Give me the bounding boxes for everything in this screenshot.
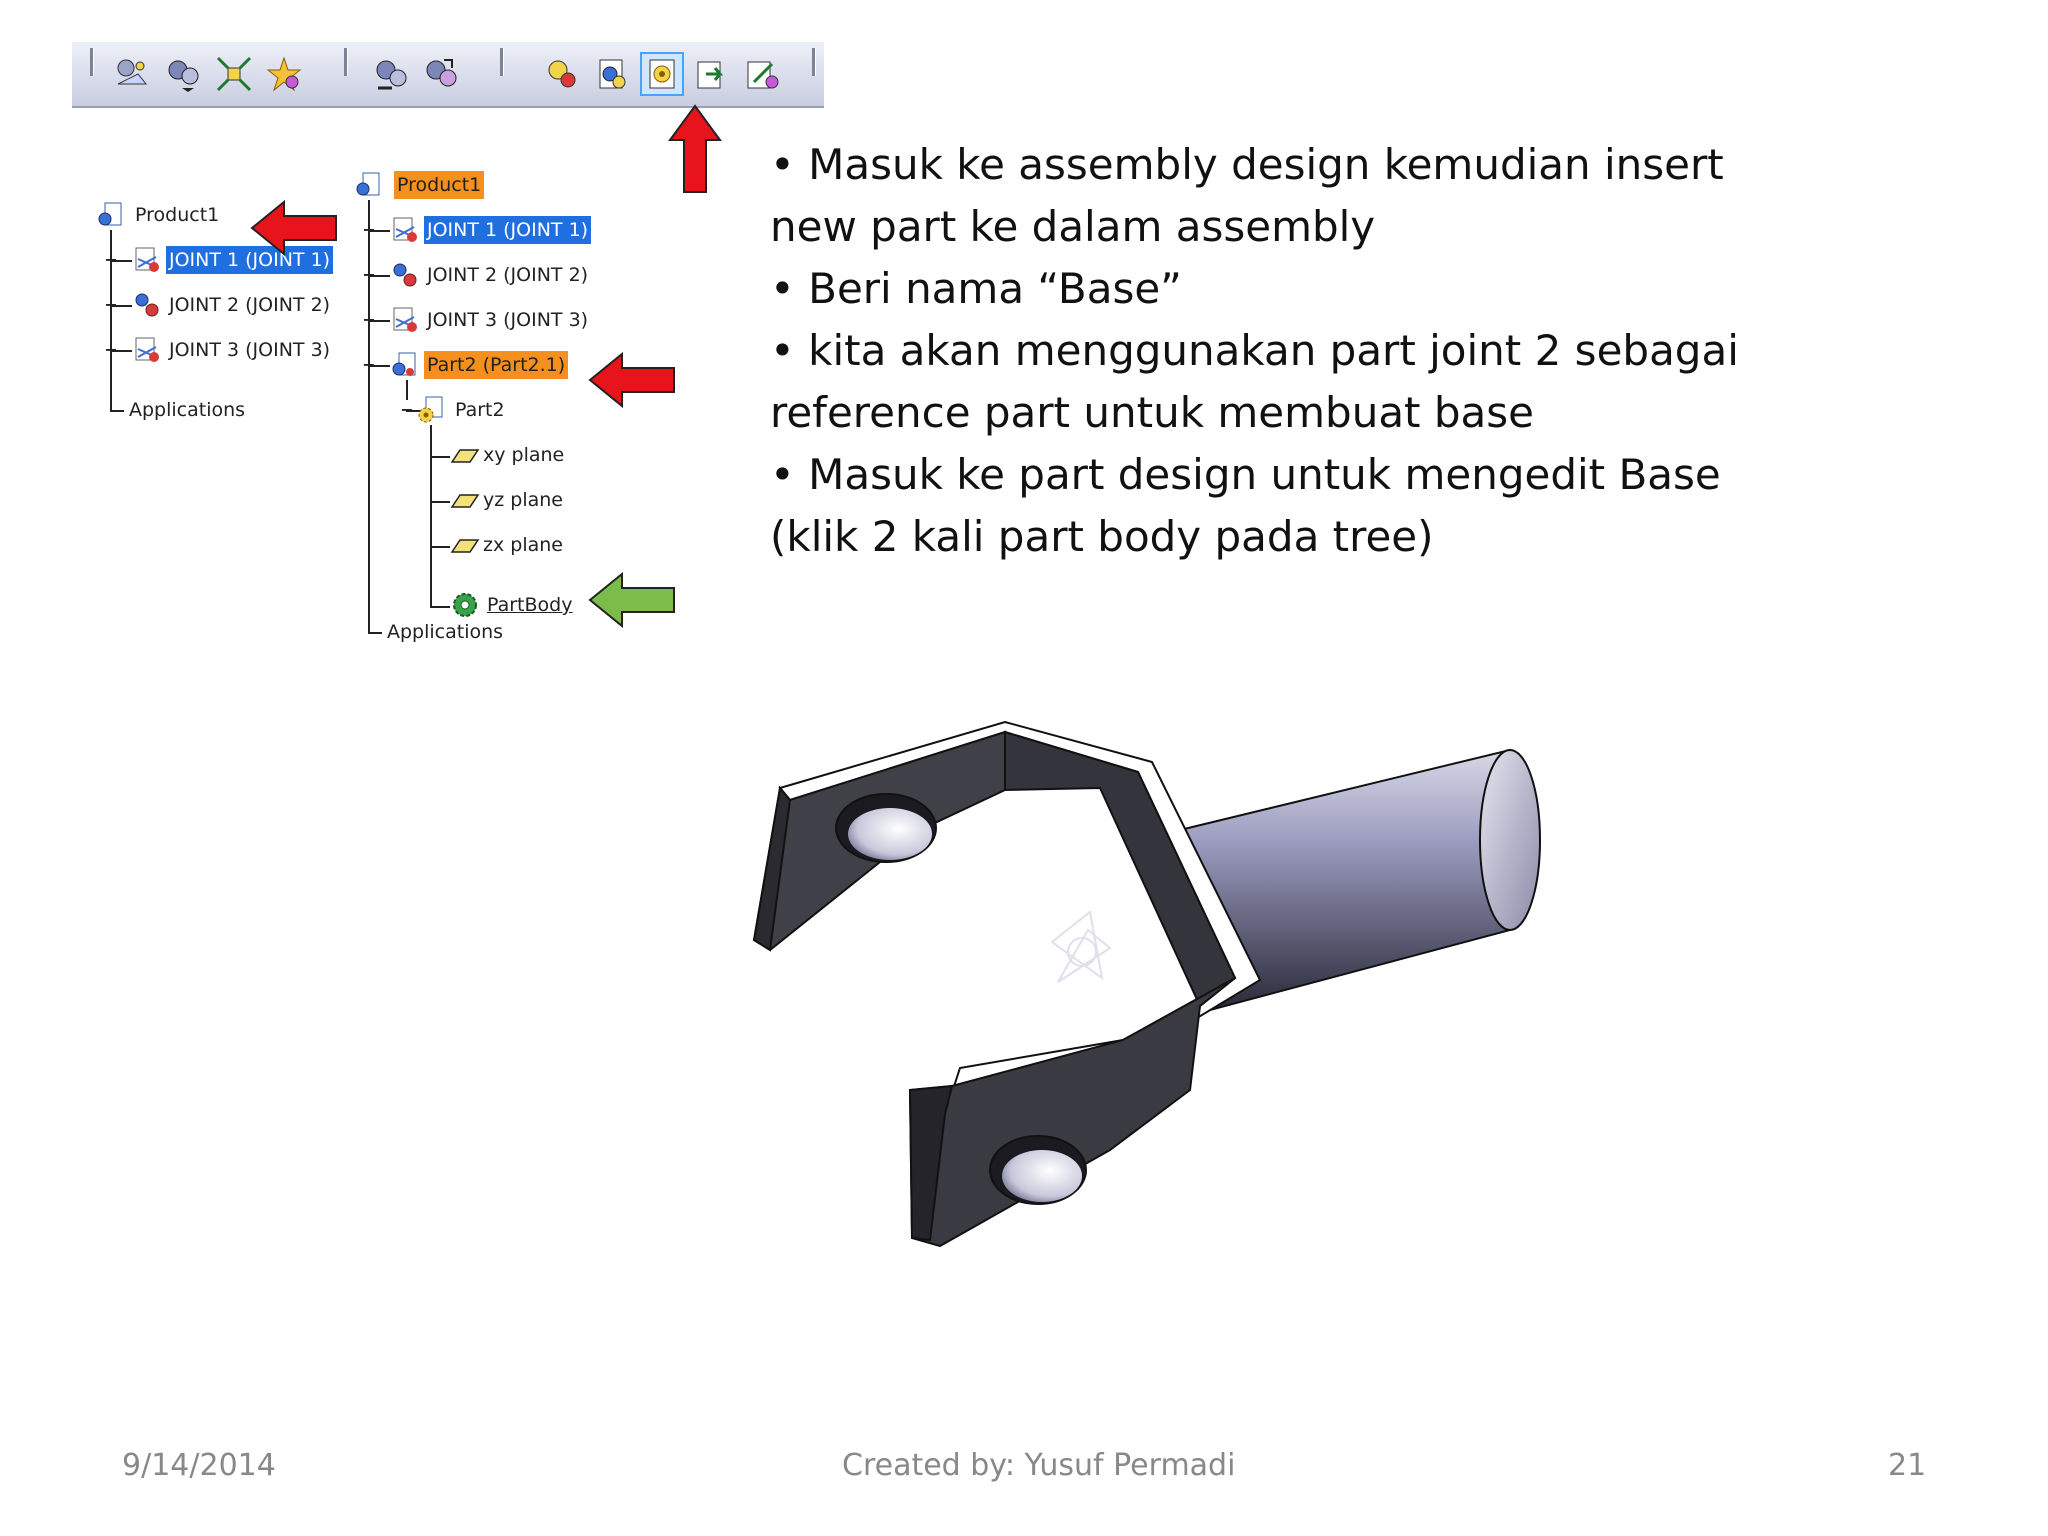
manipulate-icon[interactable]	[264, 54, 304, 94]
tree-label: Applications	[129, 399, 246, 421]
catia-toolbar	[72, 42, 824, 108]
tree-label: JOINT 1 (JOINT 1)	[424, 216, 592, 244]
tree-label: Product1	[394, 171, 485, 199]
product-icon	[96, 200, 126, 230]
plane-icon	[450, 440, 480, 470]
footer-page-number: 21	[1888, 1448, 1927, 1483]
tree-label: JOINT 2 (JOINT 2)	[169, 294, 331, 316]
tree-label: JOINT 3 (JOINT 3)	[427, 309, 589, 331]
arrow-up-red	[668, 104, 722, 194]
reorder-icon[interactable]	[372, 54, 412, 94]
insert-component-icon[interactable]	[112, 54, 152, 94]
base-part-3d-render	[740, 710, 1600, 1270]
tree-label: xy plane	[483, 444, 565, 466]
tree-label: Part2	[455, 399, 505, 421]
new-component-icon[interactable]	[542, 54, 582, 94]
plane-icon	[450, 530, 480, 560]
part-document-icon	[132, 335, 162, 365]
arrow-left-red	[250, 198, 338, 258]
tree-label: Product1	[135, 204, 220, 226]
toolbar-separator	[344, 48, 348, 76]
part-document-icon	[132, 245, 162, 275]
existing-with-positioning-icon[interactable]	[742, 54, 782, 94]
arrow-left-red	[588, 350, 676, 410]
partbody-gear-icon	[450, 590, 480, 620]
toolbar-separator	[500, 48, 504, 76]
tree-label: JOINT 2 (JOINT 2)	[427, 264, 589, 286]
tree-label: Part2 (Part2.1)	[424, 351, 569, 379]
part-document-icon	[390, 260, 420, 290]
footer-author: Created by: Yusuf Permadi	[842, 1448, 1236, 1483]
toolbar-separator	[812, 48, 816, 76]
footer-date: 9/14/2014	[122, 1448, 276, 1483]
arrow-left-green	[588, 570, 676, 630]
assembly-features-icon[interactable]	[164, 54, 204, 94]
part-document-icon	[390, 305, 420, 335]
plane-icon	[450, 485, 480, 515]
bullet-item: • kita akan menggunakan part joint 2 seb…	[770, 326, 1739, 437]
existing-component-icon[interactable]	[692, 54, 732, 94]
replace-component-icon[interactable]	[422, 54, 462, 94]
tree-label: Applications	[387, 621, 504, 643]
bullet-item: • Masuk ke assembly design kemudian inse…	[770, 140, 1724, 251]
part-document-icon	[390, 215, 420, 245]
explode-icon[interactable]	[214, 54, 254, 94]
tree-right: Product1 + JOINT 1 (JOINT 1) + JOINT 2 (…	[354, 170, 694, 670]
tree-label: JOINT 1 (JOINT 1)	[166, 246, 334, 274]
bullet-item: • Beri nama “Base”	[770, 264, 1182, 313]
gear-part-icon	[416, 395, 446, 425]
tree-label: JOINT 3 (JOINT 3)	[169, 339, 331, 361]
tree-left: Product1 + JOINT 1 (JOINT 1) + JOINT 2 (…	[96, 200, 356, 430]
part-instance-icon	[390, 350, 420, 380]
axis-symbol-icon	[1050, 910, 1112, 983]
tree-label: PartBody	[487, 594, 573, 616]
instruction-bullets: • Masuk ke assembly design kemudian inse…	[770, 134, 1770, 568]
new-product-icon[interactable]	[592, 54, 632, 94]
bullet-item: • Masuk ke part design untuk mengedit Ba…	[770, 450, 1721, 561]
tree-label: yz plane	[483, 489, 563, 511]
product-icon	[354, 170, 384, 200]
new-part-icon[interactable]	[640, 52, 684, 96]
tree-label: zx plane	[483, 534, 563, 556]
part-document-icon	[132, 290, 162, 320]
toolbar-separator	[90, 48, 94, 76]
